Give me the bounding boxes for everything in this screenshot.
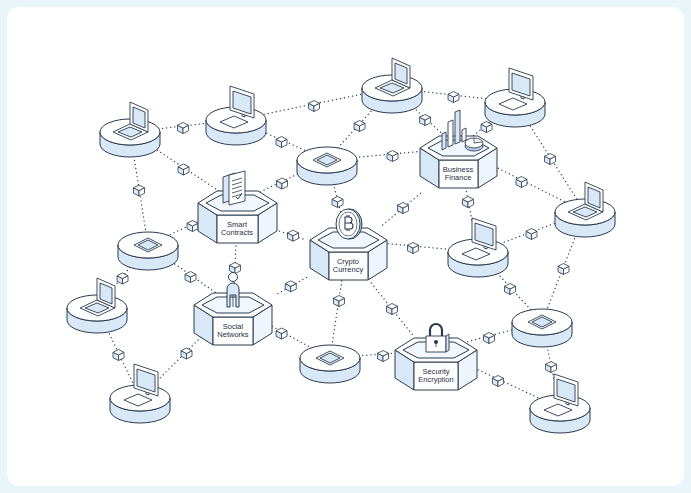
hex-outline: [191, 290, 275, 348]
dotted-connector: [383, 191, 424, 225]
block-cube: [378, 351, 389, 362]
hex-outline: [307, 225, 390, 283]
hex-platform-node: Business Finance: [417, 133, 500, 191]
block-cube: [408, 243, 419, 254]
block-cube: [178, 123, 189, 134]
hex-platform-node: Smart Contracts: [195, 188, 280, 246]
block-cube: [134, 185, 145, 196]
block-cube: [526, 229, 537, 240]
hex-outline: [195, 188, 280, 246]
block-cube: [277, 178, 288, 189]
finance-icon: [442, 110, 483, 151]
cubes: [113, 92, 569, 387]
hex-platform-node: Social Networks: [191, 290, 275, 348]
block-cube: [230, 263, 241, 274]
background-links: [97, 88, 585, 408]
hex-platform-node: Security Encryption: [392, 335, 480, 393]
device-platform: [100, 102, 160, 157]
block-cube: [117, 273, 128, 284]
block-cube: [285, 281, 296, 292]
block-cube: [546, 362, 557, 373]
device-platform: [118, 232, 178, 270]
block-cube: [288, 230, 299, 241]
block-cube: [481, 122, 492, 133]
block-cube: [185, 272, 196, 283]
block-cube: [387, 151, 398, 162]
block-cube: [516, 177, 527, 188]
device-platform: [448, 218, 508, 277]
block-cube: [334, 296, 345, 307]
node-label: Business Finance: [443, 166, 473, 183]
dotted-connector: [371, 283, 413, 335]
block-cube: [558, 264, 569, 275]
block-cube: [448, 92, 459, 103]
block-cube: [493, 376, 504, 387]
block-cube: [387, 304, 398, 315]
block-cube: [420, 115, 431, 126]
device-platform: [300, 345, 360, 383]
hex-outline: [392, 335, 480, 393]
hex-platform-node: Crypto Currency: [307, 225, 390, 283]
person-icon: [227, 273, 239, 308]
block-cube: [178, 164, 189, 175]
contract-icon: [223, 171, 245, 205]
hex-outline: [417, 133, 500, 191]
lock-icon: [426, 324, 449, 352]
block-cube: [484, 333, 495, 344]
coin-icon: [336, 209, 362, 239]
device-platform: [297, 147, 357, 185]
node-label: Security Encryption: [418, 368, 453, 385]
block-cube: [276, 137, 287, 148]
device-platform: [110, 364, 170, 423]
block-cube: [187, 221, 198, 232]
node-label: Crypto Currency: [333, 258, 363, 275]
block-cube: [309, 101, 320, 112]
block-cube: [505, 284, 516, 295]
block-cube: [181, 348, 192, 359]
block-cube: [398, 203, 409, 214]
device-platform: [485, 68, 545, 127]
device-platform: [512, 309, 572, 347]
block-cube: [354, 121, 365, 132]
device-platform: [67, 278, 127, 333]
device-platform: [362, 58, 422, 113]
node-label: Social Networks: [217, 323, 248, 340]
platforms: [67, 58, 615, 433]
block-cube: [332, 197, 343, 208]
node-label: Smart Contracts: [221, 221, 253, 238]
dotted-connector: [275, 277, 307, 295]
device-platform: [530, 374, 590, 433]
block-cube: [545, 154, 556, 165]
block-cube: [463, 197, 474, 208]
block-cube: [276, 328, 287, 339]
block-cube: [113, 350, 124, 361]
device-platform: [555, 182, 615, 237]
device-platform: [206, 86, 266, 145]
